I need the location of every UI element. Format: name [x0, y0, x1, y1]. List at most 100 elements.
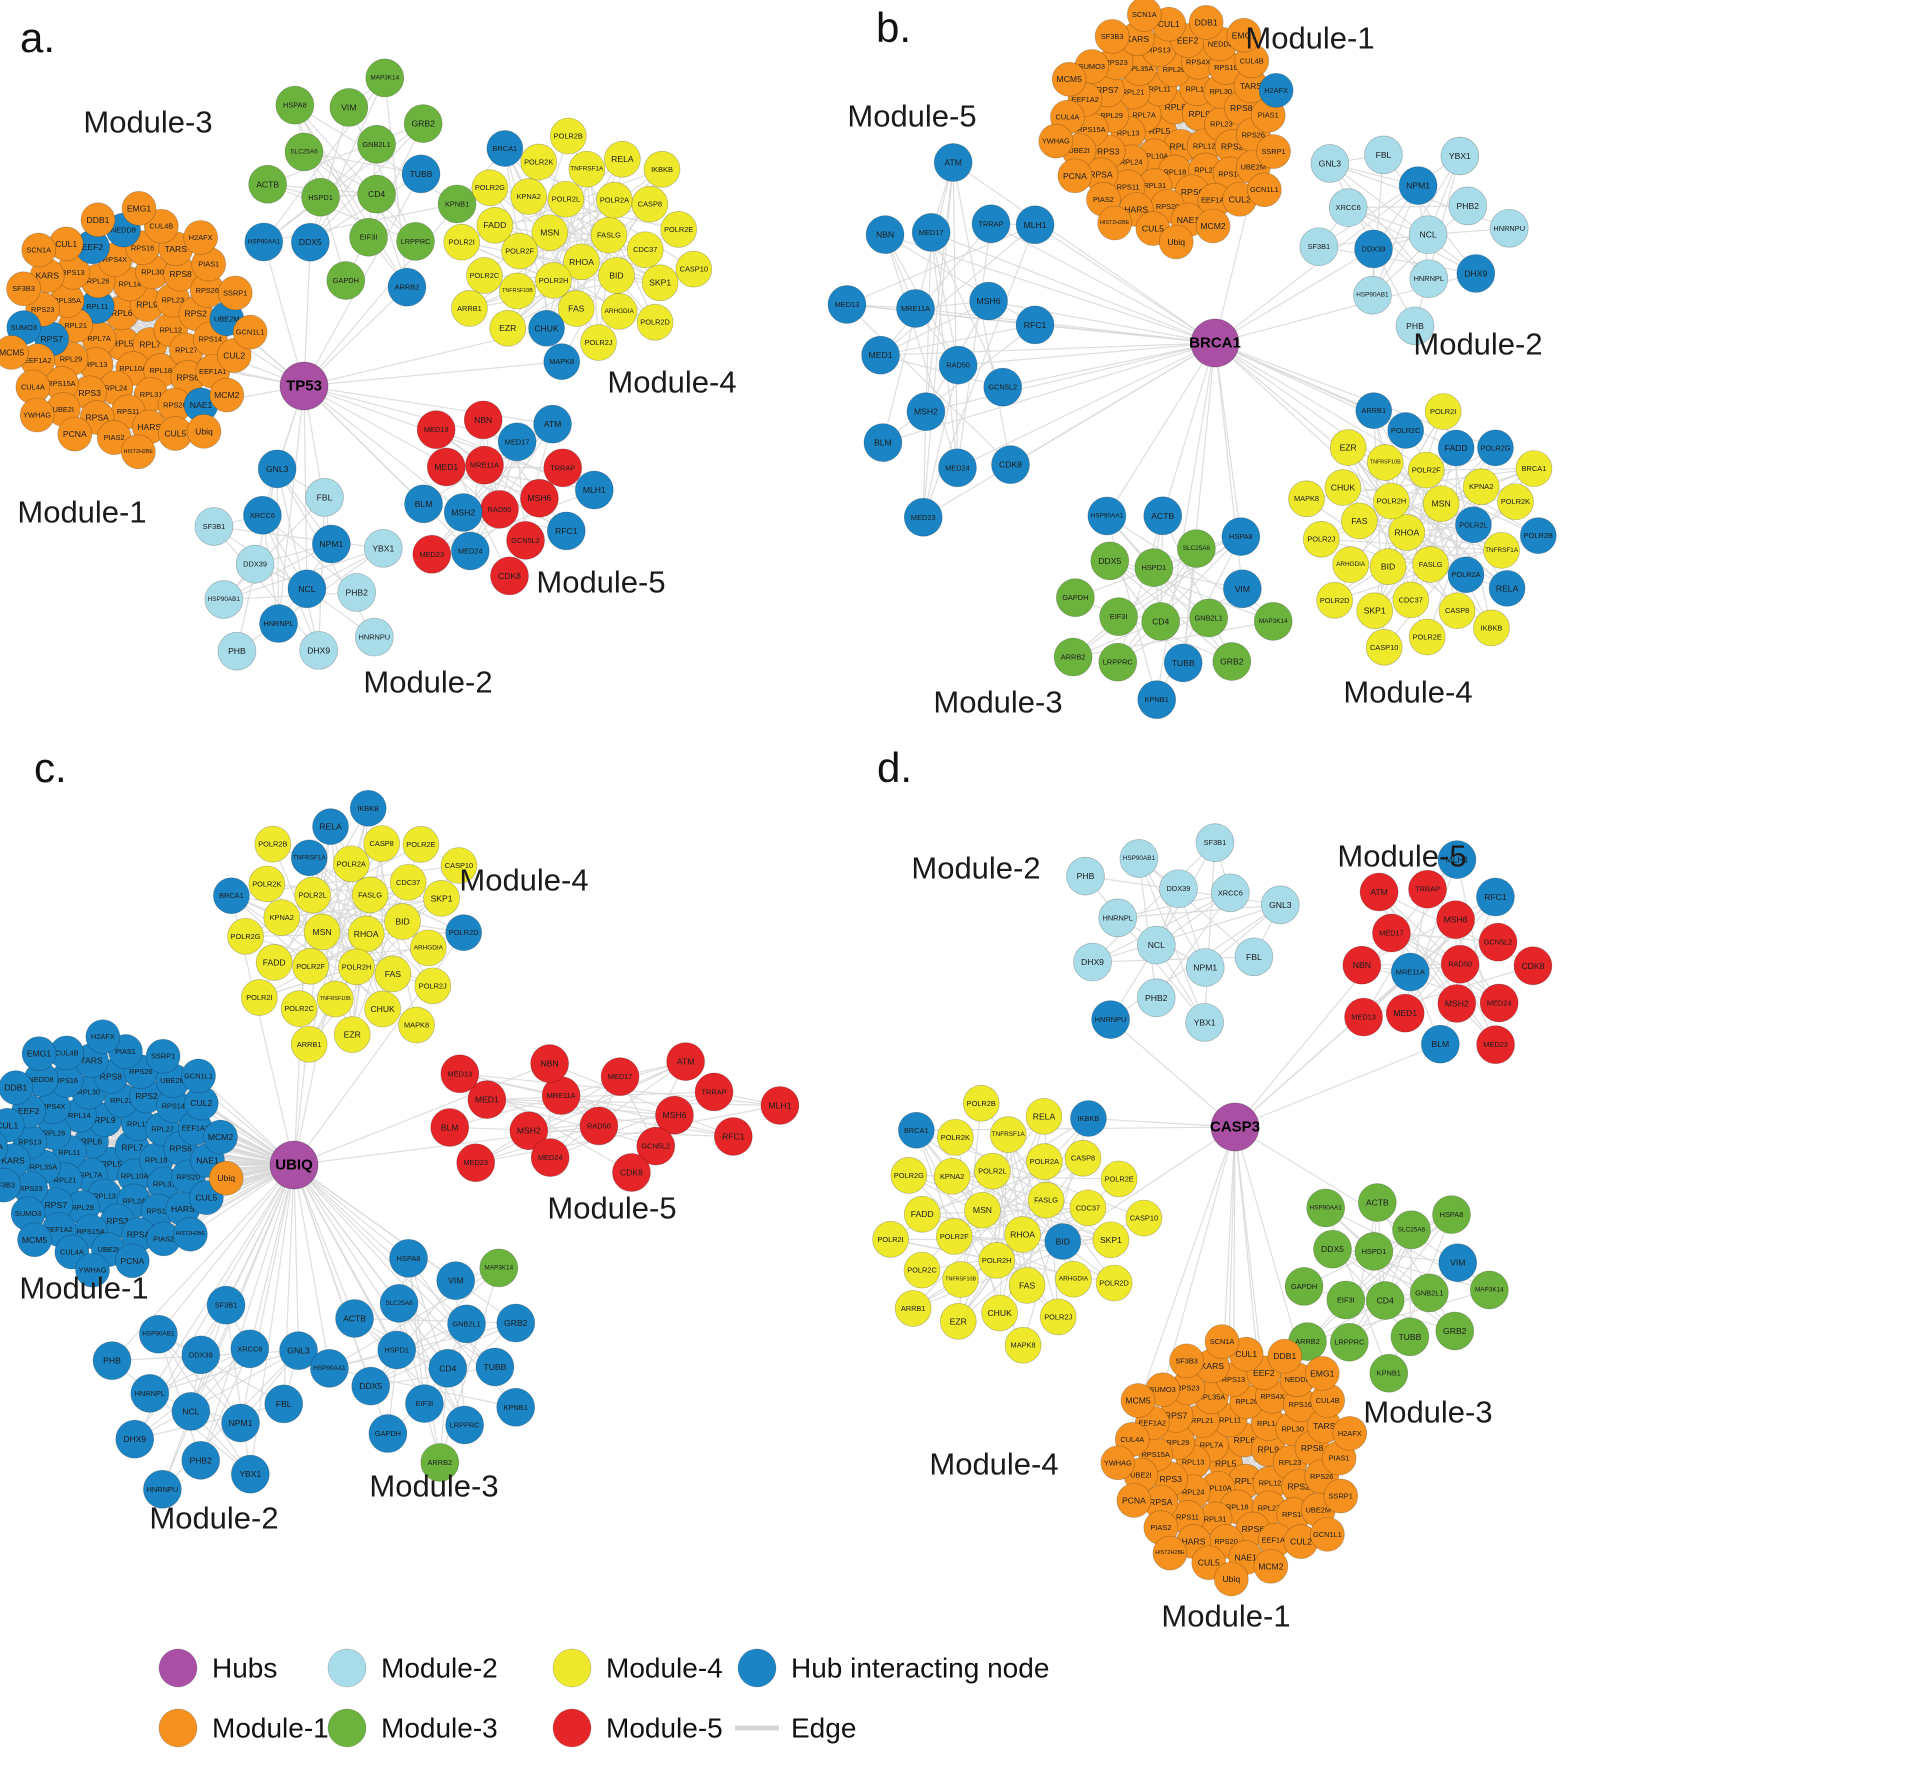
- node-NBN: NBN: [1342, 945, 1382, 985]
- node-NCL: NCL: [287, 569, 327, 609]
- gene-node-label: HNRNPL: [1414, 274, 1444, 283]
- gene-node-label: POLR2H: [1377, 497, 1407, 506]
- gene-node-label: SKP1: [431, 893, 453, 903]
- node-HNRNPU: HNRNPU: [354, 617, 394, 657]
- gene-node-label: KARS: [36, 271, 60, 281]
- gene-node-circle: [403, 104, 443, 143]
- gene-node-label: HIST2H2BE: [176, 1231, 206, 1237]
- hub-edge: [1034, 224, 1216, 344]
- node-MSH2: MSH2: [443, 493, 483, 532]
- gene-node-circle: [1409, 259, 1449, 299]
- gene-node-label: POLR2H: [342, 962, 372, 971]
- gene-node-label: EMG1: [127, 203, 152, 213]
- edge: [462, 423, 553, 513]
- node-EZR: EZR: [1329, 429, 1367, 466]
- gene-node-label: KARS: [1, 1156, 25, 1166]
- node-HSPD1: HSPD1: [301, 177, 340, 217]
- gene-node-circle: [1057, 158, 1093, 194]
- node-RHOA: RHOA: [1004, 1216, 1041, 1253]
- module-label-b-module-1: Module-1: [1245, 21, 1374, 56]
- gene-node-label: TNFRSF10B: [945, 1276, 976, 1282]
- gene-node-label: ACTB: [343, 1313, 366, 1323]
- gene-node-label: H2AFX: [189, 233, 213, 242]
- node-SF3B3: SF3B3: [1169, 1343, 1204, 1379]
- gene-node-circle: [410, 929, 447, 967]
- gene-node-circle: [1141, 602, 1181, 641]
- node-HSPD1: HSPD1: [1354, 1232, 1394, 1271]
- gene-node-label: RPS23: [1104, 58, 1127, 67]
- gene-node-circle: [1025, 1097, 1063, 1135]
- gene-node-circle: [0, 1107, 25, 1143]
- gene-node-label: NPM1: [319, 539, 343, 549]
- gene-node-label: MAP3K14: [484, 1264, 513, 1271]
- gene-node-circle: [1015, 305, 1055, 345]
- node-MAPK8: MAPK8: [1004, 1326, 1042, 1364]
- node-POLR2I: POLR2I: [443, 223, 481, 261]
- node-POLR2I: POLR2I: [872, 1221, 909, 1258]
- node-SLC25A6: SLC25A6: [1177, 529, 1216, 568]
- gene-node-label: MAP3K14: [370, 74, 399, 81]
- gene-node-label: TNFRSF1A: [293, 854, 327, 861]
- gene-node-circle: [543, 448, 583, 488]
- gene-node-label: DDX5: [1321, 1244, 1344, 1254]
- node-MAPK8: MAPK8: [543, 343, 581, 380]
- node-SCN1A: SCN1A: [1127, 0, 1162, 32]
- gene-node-label: FBL: [317, 492, 333, 502]
- node-ARRB1: ARRB1: [894, 1290, 932, 1327]
- gene-node-circle: [1365, 1281, 1405, 1320]
- edge: [482, 419, 567, 532]
- legend-swatch-module4: [552, 1648, 592, 1688]
- gene-node-circle: [363, 528, 403, 568]
- node-DDX39: DDX39: [1354, 229, 1393, 269]
- node-ARHGDIA: ARHGDIA: [410, 929, 447, 967]
- gene-node-label: EMG1: [1232, 30, 1257, 40]
- gene-node-circle: [209, 377, 245, 413]
- gene-node-label: POLR2D: [449, 928, 479, 937]
- gene-node-label: PCNA: [1063, 171, 1087, 181]
- gene-node-label: SUMO3: [15, 1209, 41, 1218]
- node-PHB2: PHB2: [1136, 978, 1176, 1018]
- edge: [486, 1099, 780, 1107]
- node-BID: BID: [384, 903, 421, 940]
- edge: [354, 1318, 466, 1426]
- gene-node-circle: [1324, 469, 1362, 506]
- hub-circle: [1210, 1102, 1260, 1152]
- node-SF3B3: SF3B3: [1094, 18, 1130, 54]
- node-SF3B1: SF3B1: [194, 507, 234, 546]
- gene-node-label: POLR2B: [554, 132, 583, 141]
- gene-node-label: DHX9: [1081, 957, 1104, 967]
- gene-node-label: HNRNPU: [147, 1485, 179, 1494]
- node-POLR2E: POLR2E: [402, 826, 440, 863]
- gene-node-circle: [935, 1218, 973, 1255]
- gene-node-label: HARS: [171, 1204, 195, 1214]
- gene-node-label: GAPDH: [1062, 593, 1088, 602]
- gene-node-circle: [310, 1349, 349, 1388]
- node-SLC25A6: SLC25A6: [284, 132, 324, 172]
- gene-node-circle: [903, 497, 943, 537]
- edge: [846, 304, 1011, 466]
- gene-node-circle: [466, 257, 503, 294]
- node-POLR2G: POLR2G: [471, 169, 509, 207]
- gene-node-circle: [1137, 680, 1177, 720]
- gene-node-label: IKBKB: [357, 804, 379, 813]
- gene-node-label: PCNA: [1122, 1495, 1146, 1505]
- node-MED17: MED17: [1372, 913, 1411, 953]
- hub-edge: [303, 385, 308, 589]
- gene-node-circle: [426, 447, 466, 487]
- gene-node-label: MED13: [835, 300, 860, 309]
- gene-node-circle: [263, 899, 301, 936]
- gene-node-label: EEF1A1: [182, 1124, 210, 1133]
- node-GNL3: GNL3: [1260, 885, 1300, 925]
- gene-node-label: RPL14: [68, 1111, 91, 1120]
- edge: [1329, 162, 1477, 274]
- hub-node-tp53: TP53: [279, 361, 329, 411]
- node-HIST2H2BE: HIST2H2BE: [1152, 1535, 1188, 1571]
- gene-node-circle: [1369, 548, 1407, 586]
- gene-node-circle: [1437, 984, 1477, 1023]
- gene-node-label: CDK8: [1521, 961, 1544, 971]
- node-CDC37: CDC37: [1392, 581, 1430, 619]
- gene-node-label: ARRB2: [427, 1458, 452, 1467]
- gene-node-label: UBE2I: [98, 1245, 119, 1254]
- gene-node-label: EEF1A2: [1071, 95, 1099, 104]
- node-MED1: MED1: [467, 1080, 507, 1119]
